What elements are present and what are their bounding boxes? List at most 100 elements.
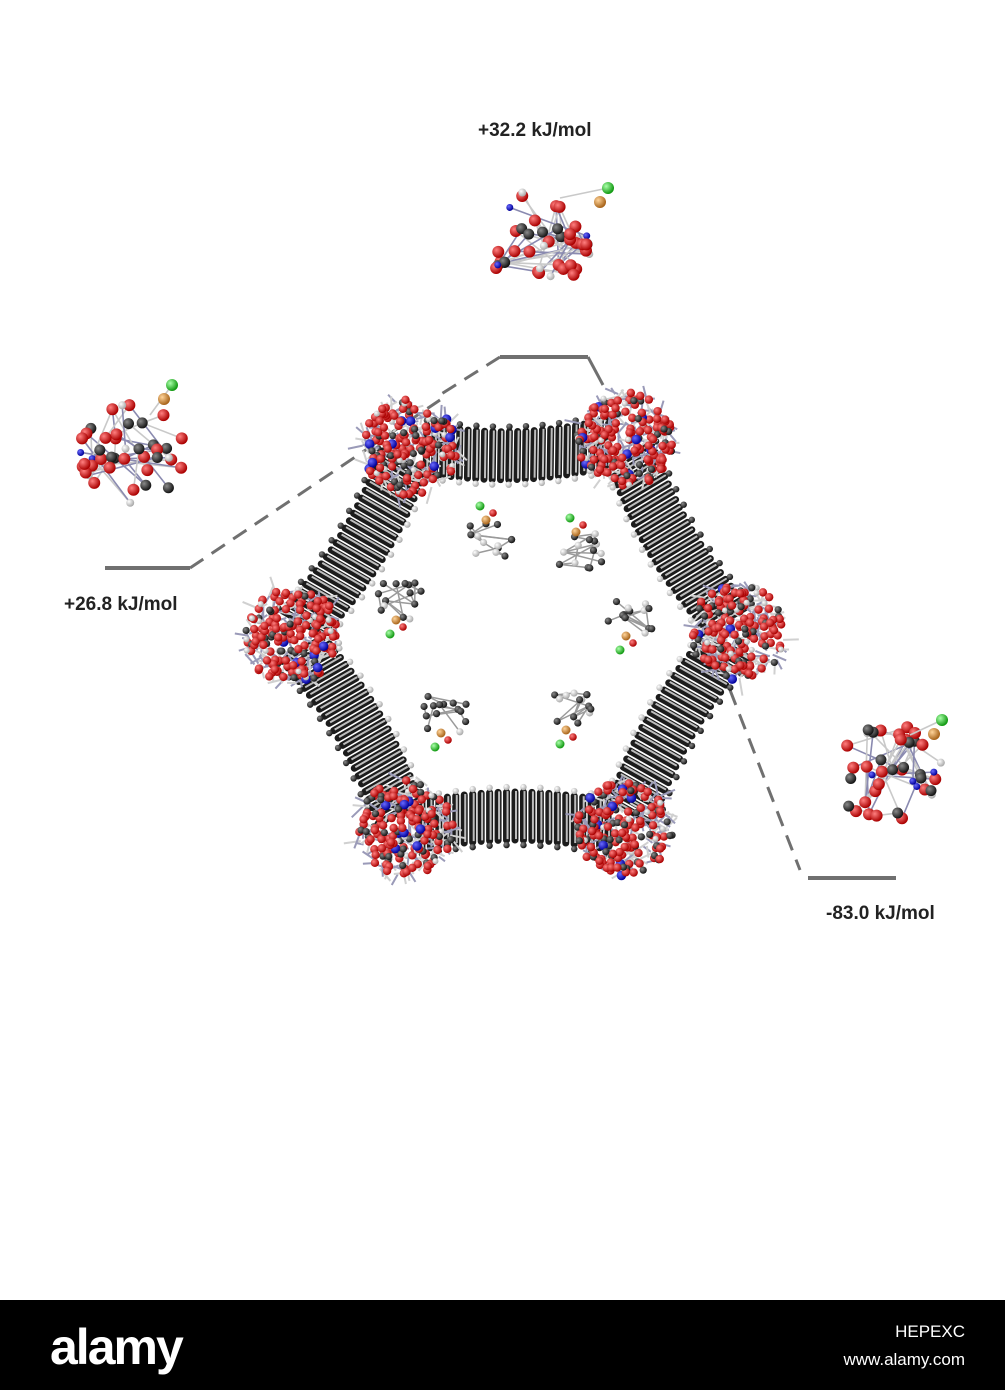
atom <box>434 441 443 449</box>
atom <box>615 795 624 805</box>
linker-atom <box>665 470 673 477</box>
energy-label-left: +26.8 kJ/mol <box>64 594 178 615</box>
bond <box>288 654 293 662</box>
atom <box>402 474 412 483</box>
linker-stack <box>680 658 730 689</box>
atom <box>717 645 725 653</box>
cluster-top <box>490 182 614 281</box>
bond <box>549 239 571 277</box>
linker-stack <box>626 747 676 779</box>
mof-diagram <box>76 182 948 886</box>
linker-atom <box>334 744 342 752</box>
bond <box>425 486 433 505</box>
linker-highlight <box>664 549 708 577</box>
atom <box>327 627 334 634</box>
atom <box>366 835 375 844</box>
atom <box>603 822 613 831</box>
bond <box>268 586 274 597</box>
energy-level-lines <box>105 355 896 880</box>
linker-stack <box>630 739 680 771</box>
phosphorus-atom <box>436 728 446 738</box>
atom <box>577 453 586 462</box>
atom <box>613 863 622 872</box>
atom <box>501 552 509 560</box>
linker-atom <box>348 607 355 615</box>
bond <box>388 801 397 808</box>
atom <box>714 623 723 632</box>
atom <box>370 788 379 798</box>
atom <box>299 669 309 678</box>
atom <box>602 807 612 816</box>
atom <box>157 409 170 422</box>
linker-highlight <box>336 540 380 567</box>
atom <box>727 650 734 657</box>
bond <box>600 804 608 811</box>
linker-atom <box>656 575 664 583</box>
linker-highlight <box>631 489 674 517</box>
atom <box>328 649 337 658</box>
atom <box>720 630 730 639</box>
atom <box>574 719 582 727</box>
atom <box>765 618 775 628</box>
atom <box>748 646 755 653</box>
atom <box>103 461 116 474</box>
atom <box>387 451 395 460</box>
linker-atom <box>357 672 364 679</box>
linker-atom <box>615 761 623 768</box>
bond <box>415 415 426 421</box>
oxygen-atom <box>489 509 497 517</box>
bond <box>629 802 638 809</box>
bond <box>690 610 704 625</box>
bond <box>306 657 310 666</box>
atom <box>703 603 713 613</box>
atom <box>300 649 308 658</box>
atom <box>608 849 618 859</box>
atom <box>492 548 500 556</box>
guest-molecule-2 <box>555 513 606 572</box>
atom <box>248 615 255 622</box>
atom <box>612 597 621 606</box>
linker-stack <box>634 731 684 763</box>
linker-highlight <box>659 695 703 721</box>
atom <box>653 406 662 416</box>
atom <box>423 724 432 733</box>
bond <box>439 704 461 733</box>
atom <box>447 836 455 844</box>
atom <box>929 773 942 786</box>
metal-node-4 <box>343 771 466 886</box>
atom <box>635 469 643 478</box>
linker-atom <box>488 481 496 488</box>
bond <box>618 423 627 433</box>
atom <box>479 538 488 547</box>
atom <box>281 588 291 598</box>
atom <box>379 423 389 432</box>
atom <box>260 621 269 631</box>
bond <box>538 239 571 274</box>
atom <box>657 799 664 806</box>
atom <box>630 446 639 455</box>
atom <box>374 428 383 437</box>
atom <box>735 647 744 656</box>
atom <box>492 245 505 258</box>
atom <box>472 549 480 557</box>
linker-highlight <box>350 734 394 761</box>
linker-atom <box>297 578 305 586</box>
linker-atom <box>716 698 724 705</box>
atom <box>714 609 722 617</box>
atom <box>445 432 455 443</box>
linker-highlight <box>365 488 409 515</box>
guest-molecule-1 <box>466 501 516 560</box>
atom <box>439 451 446 458</box>
linker-stack <box>646 708 696 740</box>
atom <box>312 621 322 630</box>
atom <box>631 823 640 832</box>
linker-stack <box>623 755 673 787</box>
linker-atom <box>316 715 324 722</box>
atom <box>388 831 398 841</box>
atom <box>769 625 779 635</box>
atom <box>310 674 318 682</box>
phosphorus-atom <box>481 515 491 525</box>
atom <box>597 558 606 566</box>
atom <box>583 691 591 699</box>
atom <box>416 781 425 789</box>
